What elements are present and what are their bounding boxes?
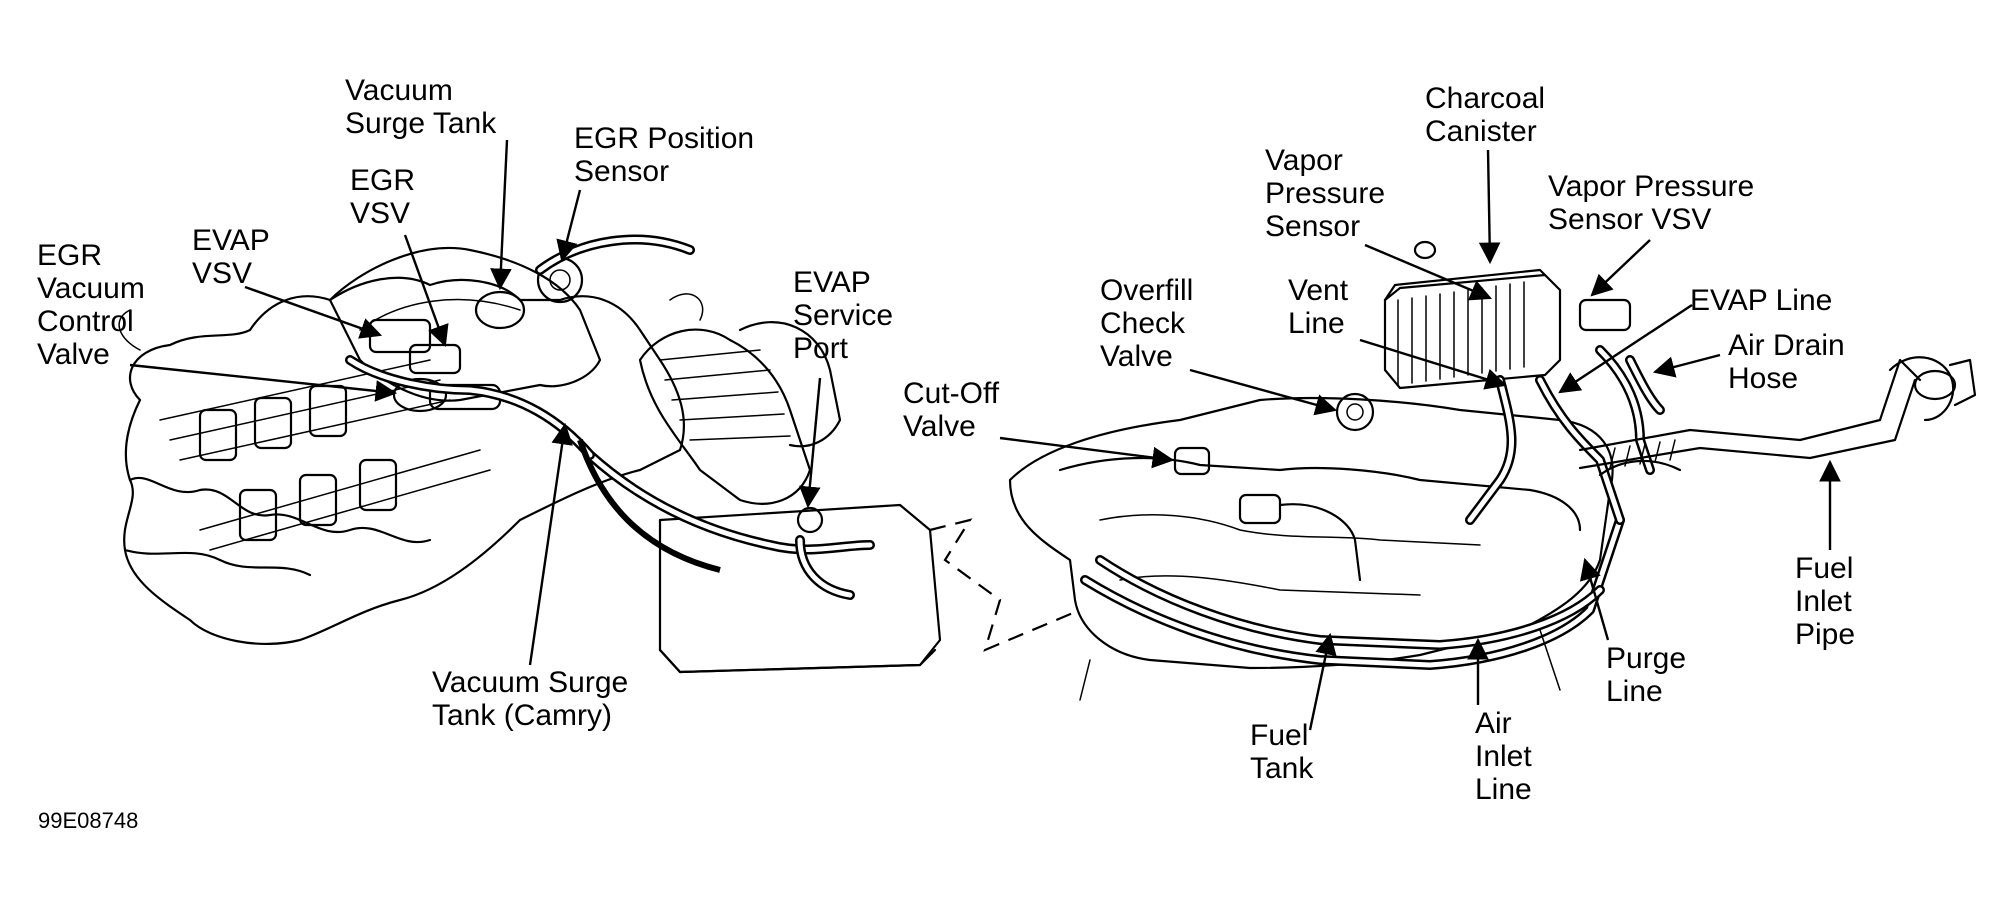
- leader-egr-position-sensor: [556, 189, 582, 263]
- dashed-connection-line: [929, 518, 1081, 652]
- label-egr-position-sensor: EGR Position Sensor: [574, 122, 762, 188]
- label-evap-service-port: EVAP Service Port: [793, 266, 901, 365]
- labels: Vacuum Surge Tank EGR Position Sensor EG…: [37, 74, 1862, 833]
- label-purge-line: Purge Line: [1606, 642, 1694, 708]
- leader-egr-vacuum-control-valve: [129, 363, 398, 402]
- leader-charcoal-canister: [1478, 149, 1501, 265]
- label-vacuum-surge-tank: Vacuum Surge Tank: [345, 74, 497, 140]
- label-egr-vacuum-control-valve: EGR Vacuum Control Valve: [37, 239, 153, 371]
- leader-vapor-pressure-sensor: [1364, 243, 1492, 301]
- leader-egr-vsv: [403, 234, 449, 348]
- leader-evap-service-port: [799, 377, 822, 509]
- leader-air-drain-hose: [1652, 353, 1721, 378]
- fuel-tank-illustration: [1008, 240, 1977, 701]
- figure-code: 99E08748: [38, 808, 138, 833]
- leader-evap-line: [1558, 303, 1693, 394]
- label-fuel-inlet-pipe: Fuel Inlet Pipe: [1795, 552, 1862, 651]
- label-evap-vsv: EVAP VSV: [192, 224, 278, 290]
- leader-vent-line: [1359, 338, 1508, 390]
- leader-vacuum-surge-tank-camry: [528, 422, 573, 666]
- label-air-drain-hose: Air Drain Hose: [1728, 329, 1853, 395]
- leader-cut-off-valve: [999, 436, 1175, 469]
- leader-fuel-tank: [1308, 632, 1337, 731]
- leader-overfill-check-valve: [1189, 368, 1338, 416]
- label-vapor-pressure-sensor: Vapor Pressure Sensor: [1265, 144, 1393, 243]
- label-vacuum-surge-tank-camry: Vacuum Surge Tank (Camry): [432, 666, 637, 732]
- label-overfill-check-valve: Overfill Check Valve: [1100, 274, 1202, 373]
- leader-vapor-pressure-sensor-vsv: [1590, 239, 1651, 297]
- label-vent-line: Vent Line: [1288, 274, 1356, 340]
- leader-arrows: [129, 139, 1841, 731]
- leader-purge-line: [1579, 557, 1610, 641]
- label-cut-off-valve: Cut-Off Valve: [903, 377, 1007, 443]
- label-air-inlet-line: Air Inlet Line: [1475, 707, 1540, 806]
- label-fuel-tank: Fuel Tank: [1250, 719, 1317, 785]
- leader-vacuum-surge-tank: [490, 139, 512, 291]
- label-egr-vsv: EGR VSV: [350, 164, 423, 230]
- label-vapor-pressure-sensor-vsv: Vapor Pressure Sensor VSV: [1548, 170, 1763, 236]
- label-charcoal-canister: Charcoal Canister: [1425, 82, 1553, 148]
- leader-evap-vsv: [244, 285, 383, 339]
- label-evap-line: EVAP Line: [1690, 284, 1832, 317]
